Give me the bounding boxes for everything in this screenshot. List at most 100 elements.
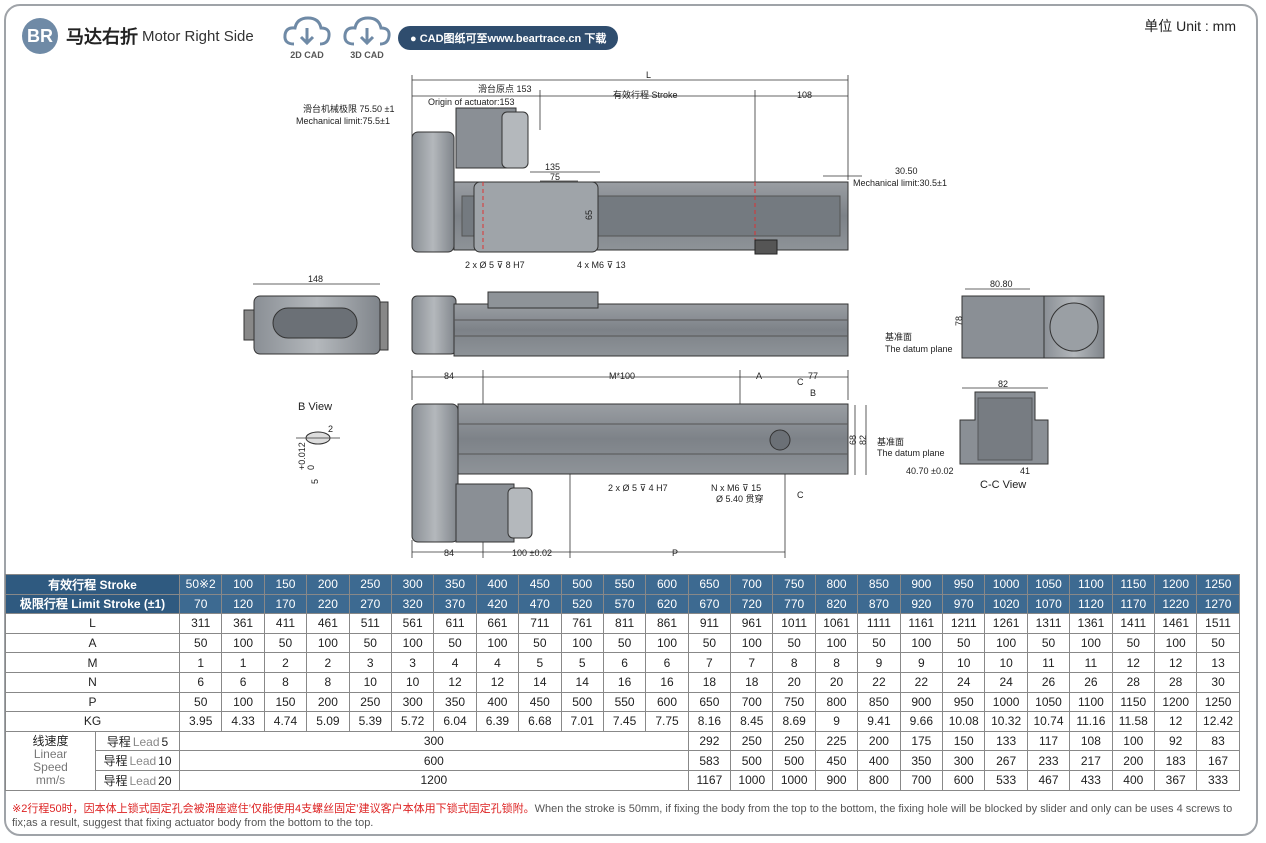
speed-cell: 267 xyxy=(984,750,1028,771)
speed-cell: 583 xyxy=(687,750,732,771)
table-cell: 800 xyxy=(814,691,859,713)
stroke-cell: 550 xyxy=(602,574,647,595)
speed-cell: 1000 xyxy=(772,769,816,791)
limit-cell: 770 xyxy=(772,593,816,615)
hole-spec-3: 2 x Ø 5 ⊽ 4 H7 xyxy=(608,483,668,493)
table-cell: 7 xyxy=(687,652,732,673)
table-cell: 4.74 xyxy=(263,711,308,732)
table-cell: 26 xyxy=(1069,671,1113,693)
table-cell: 6.68 xyxy=(518,711,562,732)
lead-label-part: 导程 xyxy=(103,754,128,769)
table-cell: 50 xyxy=(687,632,732,654)
table-cell: 30 xyxy=(1196,671,1240,693)
table-cell: 311 xyxy=(178,613,223,634)
table-cell: 750 xyxy=(772,691,816,713)
limit-cell: 420 xyxy=(475,593,520,615)
table-cell: 1100 xyxy=(1069,691,1113,713)
speed-cell: 800 xyxy=(857,769,901,791)
table-cell: 100 xyxy=(1153,632,1198,654)
stroke-cell: 650 xyxy=(687,574,732,595)
table-cell: 500 xyxy=(560,691,604,713)
table-cell: 450 xyxy=(518,691,562,713)
table-cell: 12 xyxy=(1153,711,1198,732)
table-cell: 50 xyxy=(178,691,223,713)
limit-cell: 70 xyxy=(178,593,223,615)
table-cell: 1211 xyxy=(942,613,986,634)
cad-download-link[interactable]: ● CAD图纸可至www.beartrace.cn 下载 xyxy=(398,26,619,50)
lead-label-part: Lead xyxy=(132,734,160,749)
dim-135: 135 xyxy=(545,162,560,172)
speed-cell: 183 xyxy=(1153,750,1198,771)
dim-30-50: 30.50 xyxy=(895,166,918,176)
cad-3d-download[interactable]: 3D CAD xyxy=(342,14,392,62)
speed-cell: 533 xyxy=(984,769,1028,791)
table-cell: 1011 xyxy=(772,613,816,634)
table-cell: 700 xyxy=(730,691,774,713)
speed-cell: 500 xyxy=(772,750,816,771)
row-label: P xyxy=(5,691,180,713)
table-cell: 12 xyxy=(1153,652,1198,673)
stroke-cell: 1250 xyxy=(1196,574,1240,595)
footnote-en: When the stroke is 50mm, if fixing the b… xyxy=(12,803,1233,829)
table-cell: 1161 xyxy=(899,613,944,634)
table-cell: 1 xyxy=(221,652,265,673)
limit-cell: 120 xyxy=(221,593,265,615)
dim-40-70: 40.70 ±0.02 xyxy=(906,466,953,476)
title-en: Motor Right Side xyxy=(142,27,254,45)
dim-80-80: 80.80 xyxy=(990,279,1013,289)
table-cell: 6 xyxy=(178,671,223,693)
dim-tol-zero: 0 xyxy=(306,465,316,470)
table-cell: 5.09 xyxy=(306,711,350,732)
table-cell: 4 xyxy=(475,652,520,673)
table-cell: 3 xyxy=(390,652,435,673)
speed-cell: 108 xyxy=(1069,730,1113,752)
table-cell: 50 xyxy=(348,632,392,654)
lead-label-part: 5 xyxy=(161,734,169,749)
table-cell: 100 xyxy=(221,691,265,713)
table-cell: 550 xyxy=(602,691,647,713)
stroke-cell: 1050 xyxy=(1026,574,1071,595)
table-cell: 28 xyxy=(1153,671,1198,693)
dim-m100: M*100 xyxy=(609,371,635,381)
table-cell: 3.95 xyxy=(178,711,223,732)
table-cell: 11 xyxy=(1069,652,1113,673)
speed-cell: 1167 xyxy=(687,769,732,791)
table-cell: 1250 xyxy=(1196,691,1240,713)
table-cell: 7.45 xyxy=(602,711,647,732)
table-cell: 350 xyxy=(433,691,477,713)
stroke-label: 有效行程 Stroke xyxy=(613,89,678,100)
table-cell: 5.72 xyxy=(390,711,435,732)
dimension-lines xyxy=(253,75,1048,558)
speed-cell: 225 xyxy=(814,730,859,752)
stroke-cell: 500 xyxy=(560,574,604,595)
footnote-cn: ※2行程50时，因本体上锁式固定孔会被滑座遮住’仅能使用4支螺丝固定’建议客户本… xyxy=(12,803,535,815)
speed-cell: 450 xyxy=(814,750,859,771)
table-cell: 8 xyxy=(814,652,859,673)
dim-75: 75 xyxy=(550,172,560,182)
cad-2d-download[interactable]: 2D CAD xyxy=(282,14,332,62)
table-cell: 14 xyxy=(560,671,604,693)
stroke-cell: 850 xyxy=(857,574,901,595)
table-cell: 461 xyxy=(306,613,350,634)
limit-cell: 570 xyxy=(602,593,647,615)
technical-drawing: L 滑台原点 153 Origin of actuator:153 有效行程 S… xyxy=(243,70,1105,558)
table-cell: 4.33 xyxy=(221,711,265,732)
table-cell: 10.08 xyxy=(942,711,986,732)
datum-en-1: The datum plane xyxy=(885,344,953,354)
cloud-download-icon xyxy=(283,16,331,46)
hole-spec-1: 2 x Ø 5 ⊽ 8 H7 xyxy=(465,260,525,270)
stroke-cell: 250 xyxy=(348,574,392,595)
table-cell: 6 xyxy=(602,652,647,673)
limit-cell: 670 xyxy=(687,593,732,615)
table-cell: 100 xyxy=(560,632,604,654)
limit-cell: 320 xyxy=(390,593,435,615)
hole-spec-4: N x M6 ⊽ 15 xyxy=(711,483,761,493)
stroke-cell: 950 xyxy=(942,574,986,595)
table-cell: 950 xyxy=(942,691,986,713)
table-cell: 22 xyxy=(857,671,901,693)
table-cell: 1150 xyxy=(1111,691,1155,713)
